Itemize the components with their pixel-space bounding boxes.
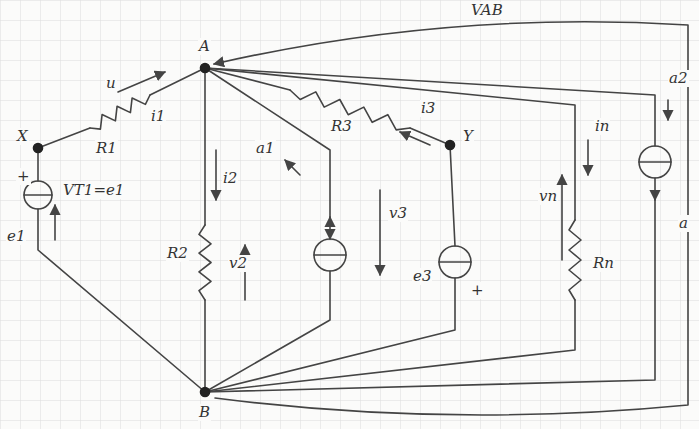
junction-dot bbox=[201, 64, 210, 73]
voltage-label: VAB bbox=[470, 2, 504, 19]
current-arrow bbox=[400, 132, 430, 145]
wire bbox=[205, 178, 655, 392]
wire bbox=[205, 68, 655, 146]
node-label: Y bbox=[462, 128, 474, 145]
wire bbox=[205, 300, 575, 392]
current-label: a1 bbox=[255, 140, 276, 157]
voltage-arrow bbox=[118, 72, 165, 92]
source-bar bbox=[639, 161, 671, 163]
source-bar bbox=[314, 254, 346, 256]
voltage-arrow bbox=[561, 175, 563, 260]
current-arrow bbox=[329, 217, 331, 225]
resistor-symbol bbox=[199, 225, 211, 300]
node-label: A bbox=[198, 38, 211, 55]
voltage-label: u bbox=[105, 75, 117, 92]
voltage-label: VT1=e1 bbox=[62, 182, 125, 199]
polarity-mark: + bbox=[16, 168, 31, 185]
wire bbox=[204, 68, 206, 225]
resistor-label: R3 bbox=[330, 118, 353, 135]
wire bbox=[205, 278, 455, 392]
current-label: a2 bbox=[668, 70, 689, 87]
junction-dot bbox=[201, 388, 210, 397]
node-label: B bbox=[198, 404, 211, 421]
resistor-label: R1 bbox=[95, 140, 118, 157]
source-symbol bbox=[24, 181, 52, 209]
source-label: e1 bbox=[6, 228, 26, 245]
source-label: a bbox=[678, 215, 689, 232]
source-bar bbox=[24, 194, 52, 196]
current-arrow bbox=[215, 150, 217, 200]
current-label: in bbox=[594, 118, 610, 135]
junction-dot bbox=[34, 144, 43, 153]
current-label: i3 bbox=[420, 100, 436, 117]
wire bbox=[410, 128, 455, 246]
current-arrow bbox=[285, 160, 300, 175]
wire bbox=[205, 68, 575, 220]
resistor-label: R2 bbox=[166, 245, 189, 262]
voltage-arrow bbox=[54, 205, 56, 240]
source-bar bbox=[439, 261, 471, 263]
polarity-mark: + bbox=[470, 282, 485, 299]
source-label: e3 bbox=[412, 268, 432, 285]
resistor-label: Rn bbox=[592, 255, 615, 272]
voltage-arrow bbox=[379, 190, 381, 275]
current-label: i1 bbox=[150, 108, 166, 125]
voltage-arrow bbox=[244, 245, 246, 300]
wire bbox=[204, 300, 206, 392]
resistor-symbol bbox=[90, 95, 150, 129]
node-label: X bbox=[16, 128, 29, 145]
voltage-label: v3 bbox=[388, 205, 408, 222]
source-symbol bbox=[439, 246, 471, 278]
wire bbox=[205, 271, 330, 392]
current-label: i2 bbox=[222, 170, 238, 187]
current-arrow bbox=[587, 140, 589, 175]
wire bbox=[38, 128, 90, 148]
junction-dot bbox=[446, 141, 455, 150]
source-symbol bbox=[639, 146, 671, 178]
wire bbox=[38, 209, 205, 392]
voltage-arrow bbox=[214, 22, 688, 415]
current-arrow bbox=[667, 100, 669, 120]
resistor-symbol bbox=[569, 220, 581, 300]
voltage-label: vn bbox=[538, 188, 558, 205]
source-symbol bbox=[314, 239, 346, 271]
voltage-label: v2 bbox=[228, 255, 248, 272]
wire bbox=[150, 68, 205, 95]
wires bbox=[24, 22, 688, 415]
